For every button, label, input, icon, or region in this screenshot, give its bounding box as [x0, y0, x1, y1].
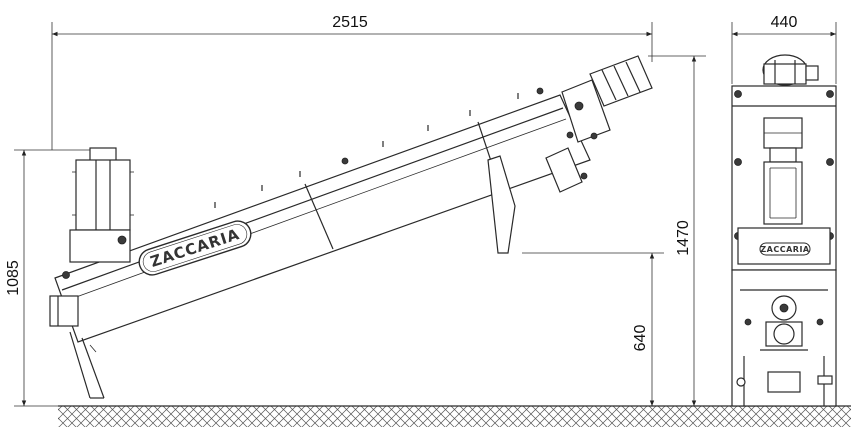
dimension-width: 440: [731, 14, 837, 84]
ground: [58, 405, 851, 427]
front-motor: [762, 54, 819, 86]
gear-motor: [561, 55, 653, 143]
support-leg: [487, 155, 516, 254]
side-view: ZACCARIA: [49, 55, 653, 399]
dim-label-width: 440: [771, 14, 798, 31]
discharge-chute: [545, 131, 588, 193]
inlet-hopper: [69, 147, 134, 263]
front-view: ZACCARIA: [731, 54, 837, 407]
dimension-discharge-height: 640: [522, 252, 664, 406]
rim-bolts: [214, 87, 544, 208]
dimension-inlet-height: 1085: [5, 149, 90, 407]
dimension-overall-height: 1470: [648, 55, 706, 406]
dim-label-overall-height: 1470: [675, 220, 692, 256]
front-logo-text: ZACCARIA: [760, 245, 810, 254]
front-brand-logo: ZACCARIA: [759, 242, 811, 256]
dim-label-inlet-height: 1085: [5, 260, 22, 296]
dim-label-discharge-height: 640: [632, 325, 649, 352]
dim-label-overall-length: 2515: [332, 14, 368, 31]
tail-end: [49, 271, 105, 399]
dimension-overall-length: 2515: [51, 14, 653, 150]
brand-logo: ZACCARIA: [138, 220, 252, 276]
